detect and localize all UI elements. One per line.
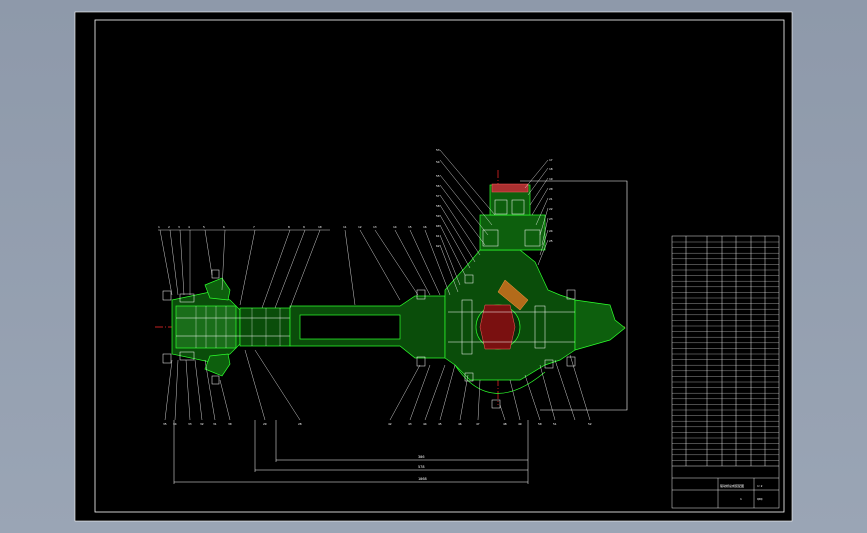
callout-55: 55 bbox=[436, 174, 440, 178]
callout-44: 44 bbox=[423, 422, 427, 426]
left-hub-grid bbox=[195, 306, 281, 348]
callout-21: 21 bbox=[549, 197, 553, 201]
callout-57: 57 bbox=[436, 194, 440, 198]
callout-29: 29 bbox=[263, 422, 267, 426]
dimension-578: 578 bbox=[418, 465, 425, 469]
dimension-306: 306 bbox=[418, 455, 425, 459]
callout-22: 22 bbox=[549, 207, 553, 211]
callout-7: 7 bbox=[253, 225, 255, 229]
callout-10: 10 bbox=[318, 225, 322, 229]
callout-5: 5 bbox=[203, 225, 205, 229]
callout-25: 25 bbox=[549, 239, 553, 243]
callout-9: 9 bbox=[303, 225, 305, 229]
callout-31: 31 bbox=[213, 422, 217, 426]
callout-59: 59 bbox=[436, 214, 440, 218]
dimension-1068: 1068 bbox=[418, 477, 427, 481]
callout-3: 3 bbox=[178, 225, 180, 229]
callout-47: 47 bbox=[476, 422, 480, 426]
callout-18: 18 bbox=[549, 167, 553, 171]
callout-60: 60 bbox=[436, 224, 440, 228]
callout-28: 28 bbox=[298, 422, 302, 426]
callout-13: 13 bbox=[373, 225, 377, 229]
callout-20: 20 bbox=[549, 187, 553, 191]
callout-17: 17 bbox=[549, 158, 553, 162]
callout-8: 8 bbox=[288, 225, 290, 229]
callout-56: 56 bbox=[436, 184, 440, 188]
differential-details bbox=[416, 199, 576, 409]
callout-49: 49 bbox=[518, 422, 522, 426]
callout-12: 12 bbox=[358, 225, 362, 229]
callout-2: 2 bbox=[168, 225, 170, 229]
callout-1: 1 bbox=[158, 225, 160, 229]
callout-54: 54 bbox=[436, 160, 440, 164]
parts-list-table bbox=[671, 235, 780, 509]
callout-46: 46 bbox=[458, 422, 462, 426]
title-code: QDQ bbox=[757, 497, 763, 501]
callout-6: 6 bbox=[223, 225, 225, 229]
callout-50: 50 bbox=[538, 422, 542, 426]
callout-4: 4 bbox=[188, 225, 190, 229]
callout-11: 11 bbox=[343, 225, 347, 229]
leader-lines bbox=[158, 149, 591, 421]
differential-gears bbox=[479, 183, 529, 350]
callout-33: 33 bbox=[188, 422, 192, 426]
right-extension-line bbox=[520, 180, 628, 411]
callout-30: 30 bbox=[228, 422, 232, 426]
callout-23: 23 bbox=[549, 217, 553, 221]
callout-34: 34 bbox=[173, 422, 177, 426]
callout-35: 35 bbox=[163, 422, 167, 426]
callout-61: 61 bbox=[436, 234, 440, 238]
callout-24: 24 bbox=[549, 229, 553, 233]
callout-15: 15 bbox=[408, 225, 412, 229]
title-sheet: 1 bbox=[740, 497, 742, 501]
callout-62: 62 bbox=[436, 244, 440, 248]
callout-32: 32 bbox=[200, 422, 204, 426]
callout-45: 45 bbox=[438, 422, 442, 426]
callout-19: 19 bbox=[549, 177, 553, 181]
parts-list-rows bbox=[672, 241, 779, 461]
dimension-lines bbox=[173, 420, 529, 484]
drawing-frame bbox=[94, 19, 785, 513]
callout-43: 43 bbox=[408, 422, 412, 426]
callout-52: 52 bbox=[588, 422, 592, 426]
callout-48: 48 bbox=[503, 422, 507, 426]
title-drawing-name: 驱动桥总成装配图 bbox=[720, 483, 744, 488]
callout-42: 42 bbox=[388, 422, 392, 426]
axle-housing-tube bbox=[289, 295, 446, 359]
callout-16: 16 bbox=[423, 225, 427, 229]
callout-51: 51 bbox=[553, 422, 557, 426]
title-scale: 1:2 bbox=[757, 484, 763, 488]
callout-labels: 1 2 3 4 5 6 7 8 9 10 11 12 13 14 15 16 3… bbox=[158, 148, 592, 426]
callout-58: 58 bbox=[436, 204, 440, 208]
paper bbox=[74, 11, 793, 522]
callout-14: 14 bbox=[393, 225, 397, 229]
callout-53: 53 bbox=[436, 148, 440, 152]
